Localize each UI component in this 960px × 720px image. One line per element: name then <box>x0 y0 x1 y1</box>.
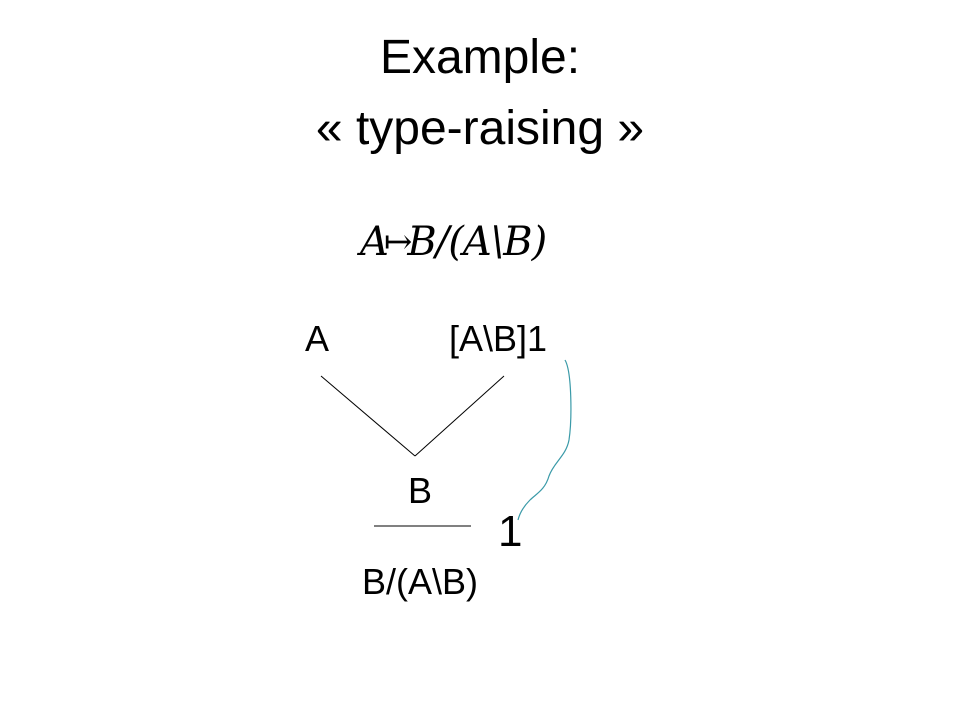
result-b: B <box>408 470 433 511</box>
slide-title-line-1: Example: <box>379 31 581 84</box>
edge-ab-to-b <box>414 375 505 457</box>
rule-index-label: 1 <box>498 507 523 556</box>
edge-a-to-b <box>320 375 416 457</box>
premise-a: A <box>305 318 330 359</box>
formula-rhs: B/(A\B) <box>407 219 547 265</box>
hypothesis-a-under-b: [A\B]1 <box>449 318 548 359</box>
formula-lhs: A <box>360 219 389 265</box>
slide-title-line-2: « type-raising » <box>315 102 645 155</box>
hypothesis-discharge-curve <box>517 359 572 521</box>
conclusion-label: B/(A\B) <box>362 561 479 602</box>
maps-to-arrow-icon: ↦ <box>383 222 412 262</box>
type-raising-formula: A↦B/(A\B) <box>360 218 547 268</box>
